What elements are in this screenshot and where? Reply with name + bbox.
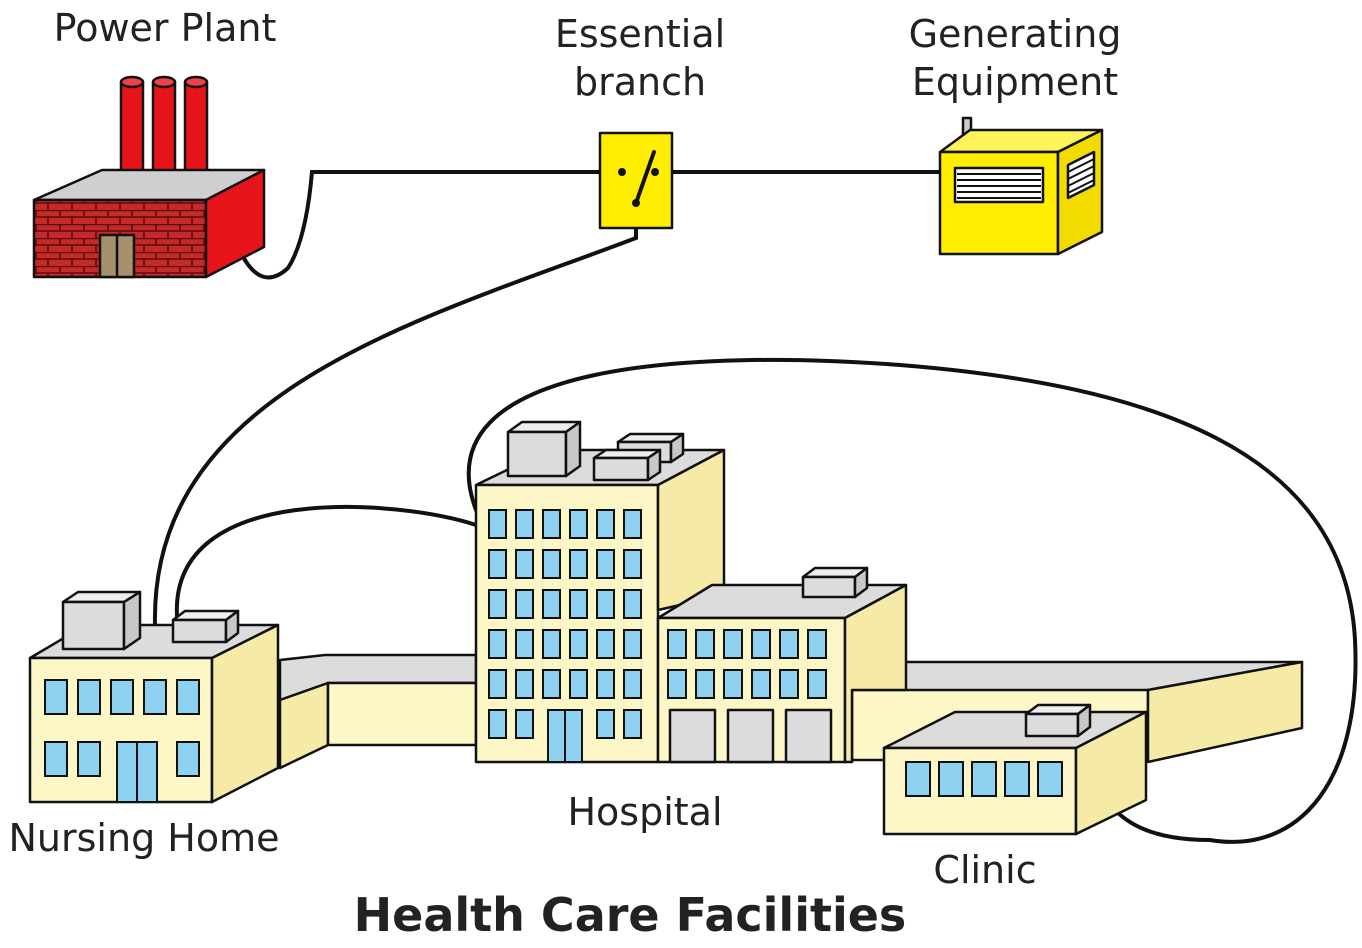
generating-equipment-label-line2: Equipment: [911, 60, 1119, 104]
clinic-building: [882, 703, 1148, 836]
essential-branch-label-line1: Essential: [554, 12, 726, 56]
nursing-home-building: [28, 590, 280, 804]
hospital-garage-doors: [668, 708, 833, 764]
smokestacks: [119, 75, 209, 184]
hospital-wing-windows: [667, 629, 827, 699]
hospital-rooftop-units: [506, 420, 685, 482]
power-plant-icon: [32, 75, 266, 279]
generating-equipment-label-line1: Generating: [908, 12, 1122, 56]
nursing-home-rooftop-unit: [61, 590, 240, 651]
clinic-windows: [905, 761, 1063, 797]
corridor-nursing-hospital: [278, 653, 478, 770]
clinic-label: Clinic: [933, 848, 1037, 892]
hospital-wing-rooftop-unit: [801, 566, 869, 599]
generator-icon: [938, 116, 1104, 256]
generating-equipment-label: Generating Equipment: [895, 10, 1135, 106]
diagram-title: Health Care Facilities: [353, 888, 907, 942]
generator-vent: [953, 150, 1096, 204]
essential-branch-label: Essential branch: [530, 10, 750, 106]
essential-branch-label-line2: branch: [573, 60, 707, 104]
wire-hospital-to-clinic-loop: [466, 357, 1358, 844]
nursing-home-label: Nursing Home: [8, 816, 280, 860]
hospital-label: Hospital: [567, 790, 723, 834]
wiring: [152, 170, 1358, 844]
transfer-switch-icon: [598, 131, 674, 230]
wire-plant-to-switch: [240, 170, 624, 280]
clinic-rooftop-unit: [1024, 703, 1092, 738]
wire-nursing-home-to-hospital: [174, 504, 478, 618]
wire-switch-to-nursing-home: [152, 201, 638, 627]
hospital-building: [474, 420, 908, 764]
power-plant-label: Power Plant: [53, 6, 277, 50]
hospital-tower-windows: [488, 509, 642, 763]
